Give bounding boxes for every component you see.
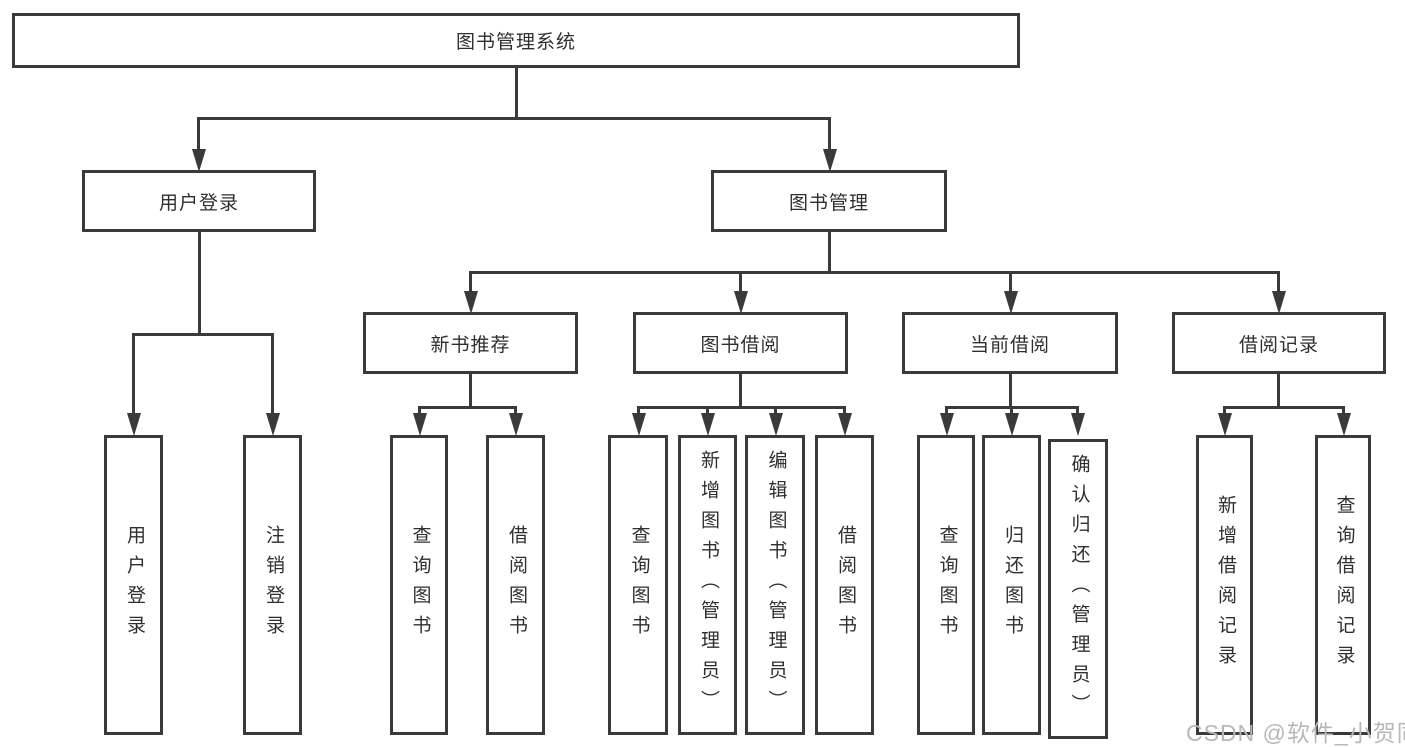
connector-line: [706, 406, 709, 415]
leaf-edit-books-admin: 编辑图书（管理员）: [745, 435, 805, 735]
arrow-down-icon: [1071, 413, 1085, 436]
connector-line: [739, 374, 742, 408]
arrow-down-icon: [1272, 291, 1286, 314]
leaf-label: 确认归还（管理员）: [1068, 454, 1090, 724]
leaf-label: 借阅图书: [834, 525, 856, 645]
connector-line: [132, 333, 273, 336]
connector-line: [418, 406, 517, 409]
arrow-down-icon: [1004, 291, 1018, 314]
connector-line: [197, 117, 831, 120]
leaf-label: 新增借阅记录: [1214, 495, 1236, 675]
connector-line: [469, 271, 1280, 274]
node-borrowing-records: 借阅记录: [1172, 312, 1386, 374]
connector-line: [843, 406, 846, 415]
leaf-borrow-books: 借阅图书: [486, 435, 545, 735]
connector-line: [514, 406, 517, 415]
arrow-down-icon: [940, 413, 954, 436]
connector-line: [1076, 406, 1079, 415]
arrow-down-icon: [413, 413, 427, 436]
connector-line: [1009, 374, 1012, 408]
leaf-label: 归还图书: [1001, 525, 1023, 645]
arrow-down-icon: [192, 149, 206, 172]
connector-line: [1223, 406, 1226, 415]
leaf-borrow-books: 借阅图书: [815, 435, 874, 735]
connector-line: [828, 232, 831, 273]
leaf-query-borrow-record: 查询借阅记录: [1315, 435, 1371, 735]
arrow-down-icon: [1218, 413, 1232, 436]
node-book-borrowing: 图书借阅: [633, 312, 848, 374]
node-current-borrowing: 当前借阅: [902, 312, 1118, 374]
arrow-down-icon: [1005, 413, 1019, 436]
leaf-label: 查询图书: [628, 525, 650, 645]
leaf-add-borrow-record: 新增借阅记录: [1196, 435, 1253, 735]
connector-line: [418, 406, 421, 415]
leaf-label: 新增图书（管理员）: [697, 450, 719, 720]
arrow-down-icon: [509, 413, 523, 436]
arrow-down-icon: [632, 413, 646, 436]
connector-line: [198, 232, 201, 335]
connector-line: [197, 117, 200, 150]
leaf-label: 编辑图书（管理员）: [765, 450, 787, 720]
arrow-down-icon: [823, 149, 837, 172]
connector-line: [945, 406, 948, 415]
connector-line: [1277, 374, 1280, 408]
connector-line: [1277, 271, 1280, 292]
connector-line: [828, 117, 831, 150]
arrow-down-icon: [464, 291, 478, 314]
node-new-book-recommendation: 新书推荐: [363, 312, 578, 374]
leaf-label: 查询图书: [936, 525, 958, 645]
connector-line: [637, 406, 640, 415]
arrow-down-icon: [1337, 413, 1351, 436]
leaf-return-books: 归还图书: [982, 435, 1041, 735]
connector-line: [515, 68, 518, 120]
connector-line: [774, 406, 777, 415]
arrow-down-icon: [769, 413, 783, 436]
arrow-down-icon: [734, 291, 748, 314]
connector-line: [1223, 406, 1345, 409]
leaf-label: 注销登录: [262, 525, 284, 645]
leaf-confirm-return-admin: 确认归还（管理员）: [1048, 439, 1108, 739]
leaf-query-books: 查询图书: [390, 435, 448, 735]
arrow-down-icon: [701, 413, 715, 436]
connector-line: [1342, 406, 1345, 415]
connector-line: [271, 333, 274, 413]
connector-line: [1010, 406, 1013, 415]
connector-line: [132, 333, 135, 413]
connector-line: [469, 374, 472, 408]
node-library-management-system: 图书管理系统: [12, 13, 1020, 68]
connector-line: [469, 271, 472, 292]
leaf-logout: 注销登录: [243, 435, 302, 735]
leaf-query-books: 查询图书: [917, 435, 975, 735]
connector-line: [1009, 271, 1012, 292]
connector-line: [739, 271, 742, 292]
arrow-down-icon: [127, 413, 141, 436]
leaf-user-login: 用户登录: [104, 435, 163, 735]
arrow-down-icon: [838, 413, 852, 436]
leaf-label: 查询图书: [409, 525, 431, 645]
leaf-label: 查询借阅记录: [1333, 495, 1355, 675]
node-user-login: 用户登录: [82, 170, 316, 232]
connector-line: [637, 406, 846, 409]
watermark: CSDN @软件_小贺同学: [1186, 720, 1405, 746]
leaf-query-books: 查询图书: [608, 435, 668, 735]
leaf-add-books-admin: 新增图书（管理员）: [678, 435, 737, 735]
leaf-label: 借阅图书: [505, 525, 527, 645]
node-book-management: 图书管理: [711, 170, 947, 232]
arrow-down-icon: [266, 413, 280, 436]
leaf-label: 用户登录: [123, 525, 145, 645]
